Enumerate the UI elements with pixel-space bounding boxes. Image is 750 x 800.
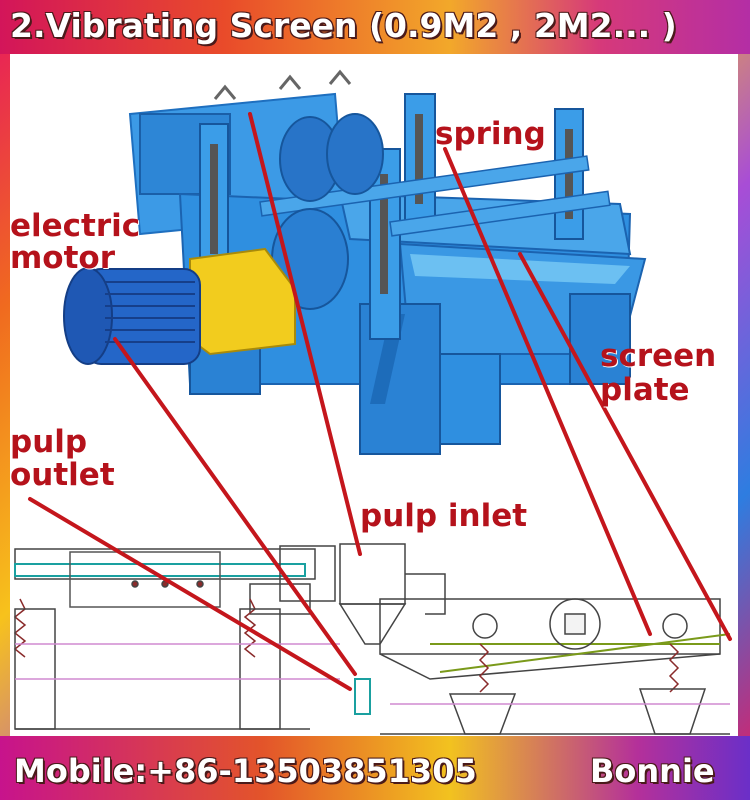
- product-image-area: spring electric motor screen plate pulp …: [10, 54, 738, 736]
- label-pulp-outlet-line2: outlet: [10, 457, 115, 493]
- label-motor: motor: [10, 240, 116, 276]
- label-electric: electric: [10, 208, 141, 244]
- contact-bar: [0, 736, 750, 800]
- pointer-lines: [28, 112, 732, 691]
- contact-name: Bonnie: [590, 752, 715, 790]
- label-spring: spring: [435, 116, 546, 152]
- label-plate: plate: [600, 372, 690, 408]
- label-screen: screen: [600, 338, 717, 374]
- title-bar: [0, 0, 750, 54]
- machine-photo: [63, 69, 647, 455]
- banner-title: 2.Vibrating Screen (0.9M2 , 2M2... ): [10, 6, 677, 45]
- label-pulp-outlet-line1: pulp: [10, 424, 88, 460]
- label-pulp-inlet: pulp inlet: [360, 498, 528, 534]
- technical-drawing: [13, 543, 731, 735]
- vibrating-screen-illustration: [13, 69, 732, 735]
- mobile-number: Mobile:+86-13503851305: [14, 752, 477, 790]
